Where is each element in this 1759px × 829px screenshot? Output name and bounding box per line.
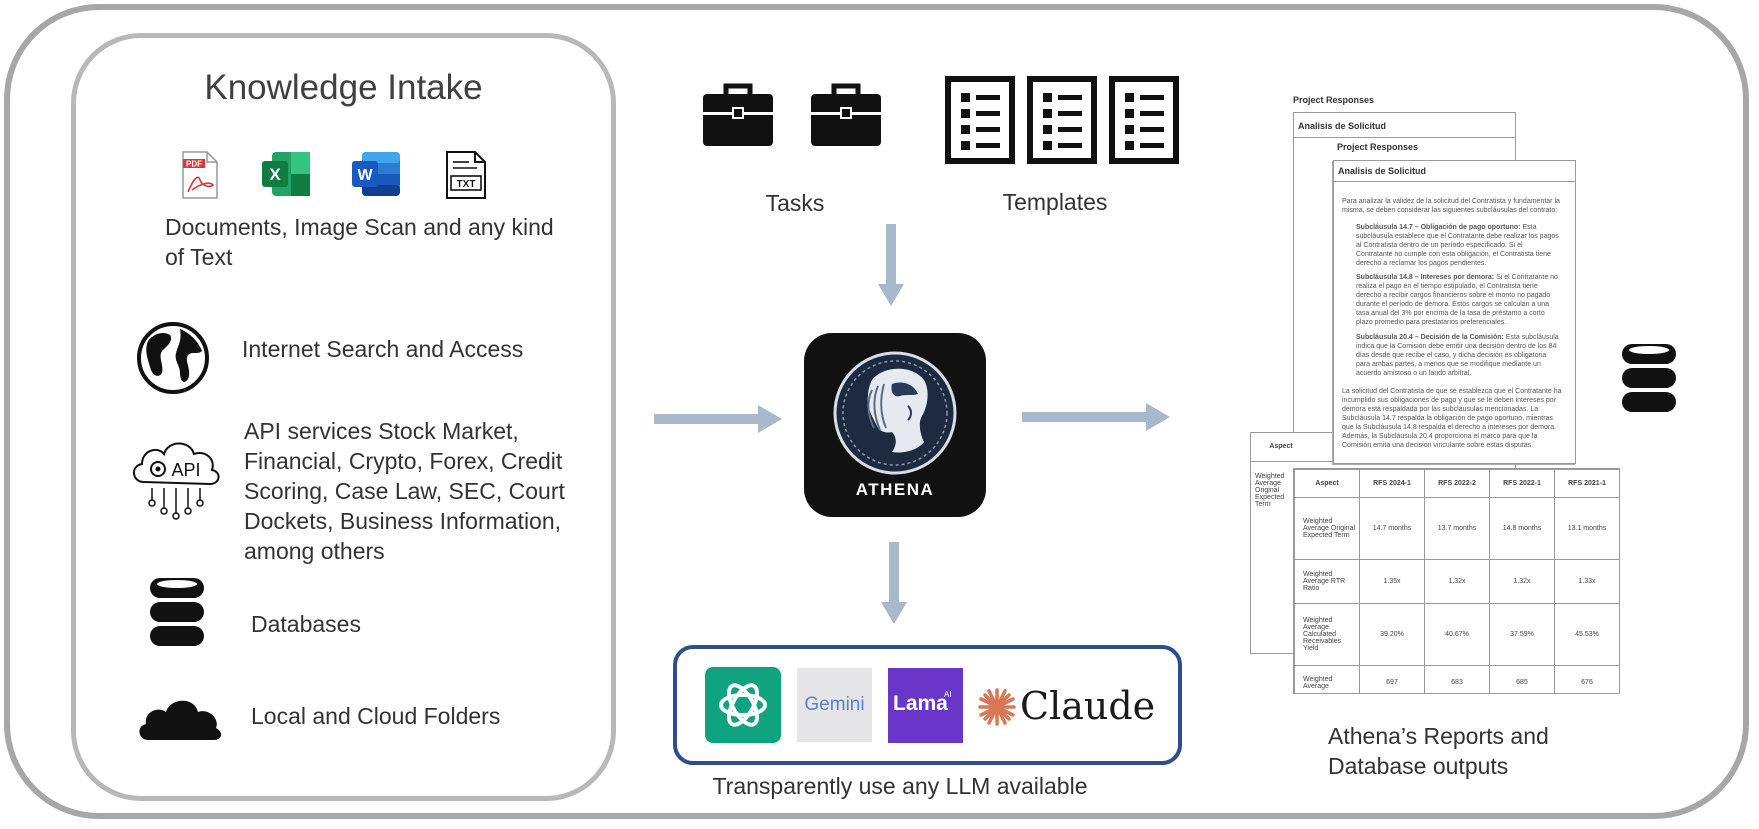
outputs-caption: Athena’s Reports and Database outputs bbox=[1328, 723, 1549, 779]
arrow-right-icon bbox=[654, 405, 782, 433]
doc-header-back: Project Responses bbox=[1293, 95, 1375, 105]
doc-item: Subcláusula 14.7 – Obligación de pago op… bbox=[1356, 224, 1559, 267]
report-table: Aspect RFS 2024-1 RFS 2022-2 RFS 2022-1 … bbox=[1293, 468, 1620, 694]
table-header: RFS 2022-1 bbox=[1489, 469, 1555, 498]
database-icon bbox=[150, 578, 204, 646]
lama-logo[interactable]: Lama AI bbox=[888, 668, 963, 743]
outer-frame bbox=[4, 4, 1749, 819]
llm-caption: Transparently use any LLM available bbox=[712, 773, 1088, 799]
doc-item: Subcláusula 20.4 – Decisión de la Comisi… bbox=[1356, 334, 1559, 377]
doc-conclusion: La solicitud del Contratista de que se e… bbox=[1342, 388, 1562, 449]
excel-icon: X bbox=[262, 152, 310, 196]
arrow-right-icon bbox=[1022, 403, 1170, 431]
cloud-icon bbox=[139, 700, 222, 740]
llm-providers-box bbox=[673, 645, 1182, 765]
doc-header-front: Project Responses bbox=[1337, 142, 1419, 152]
svg-text:TXT: TXT bbox=[457, 179, 476, 190]
table-header: Aspect bbox=[1294, 469, 1360, 498]
word-icon: W bbox=[352, 152, 400, 196]
athena-name: ATHENA bbox=[855, 480, 935, 499]
tasks-label: Tasks bbox=[765, 190, 825, 216]
pdf-icon: PDF bbox=[182, 151, 218, 199]
athena-emblem-icon bbox=[833, 351, 957, 475]
arrow-down-icon bbox=[878, 224, 904, 306]
report-sheet-front: Analisis de Solicitud Para analizar la v… bbox=[1333, 160, 1576, 464]
svg-text:X: X bbox=[269, 165, 281, 184]
gemini-label: Gemini bbox=[804, 694, 865, 715]
templates-label: Templates bbox=[1002, 189, 1108, 215]
svg-text:PDF: PDF bbox=[186, 160, 202, 169]
knowledge-intake-panel bbox=[71, 33, 616, 801]
table-row: Weighted Average Original Expected Term … bbox=[1294, 497, 1619, 560]
table-header: RFS 2024-1 bbox=[1359, 469, 1425, 498]
arrow-down-icon bbox=[881, 542, 907, 624]
table-row: Weighted Average Calculated Receivables … bbox=[1294, 603, 1619, 666]
databases-source-label: Databases bbox=[251, 611, 361, 637]
table-row: Weighted Average RTR Ratio 1.35x 1.32x 1… bbox=[1294, 559, 1619, 604]
openai-logo-icon[interactable] bbox=[705, 667, 781, 743]
doc-item: Subcláusula 14.8 – Intereses por demora:… bbox=[1356, 274, 1558, 326]
intake-title: Knowledge Intake bbox=[204, 68, 483, 107]
claude-star-icon bbox=[978, 688, 1016, 726]
doc-intro: Para analizar la validez de la solicitud… bbox=[1342, 198, 1560, 214]
table-row: Weighted Average 697 683 685 676 bbox=[1294, 665, 1619, 693]
claude-label[interactable]: Claude bbox=[1020, 684, 1156, 728]
internet-source-label: Internet Search and Access bbox=[242, 336, 524, 362]
documents-source-label: Documents, Image Scan and any kind of Te… bbox=[165, 214, 554, 270]
svg-text:W: W bbox=[357, 167, 373, 184]
database-output-icon bbox=[1622, 344, 1676, 412]
gemini-logo[interactable]: Gemini bbox=[797, 668, 872, 742]
folders-source-label: Local and Cloud Folders bbox=[251, 703, 501, 729]
table-header: RFS 2022-2 bbox=[1424, 469, 1490, 498]
table-header: RFS 2021-1 bbox=[1554, 469, 1619, 498]
briefcase-icon bbox=[811, 83, 881, 146]
api-cloud-icon: API bbox=[133, 442, 220, 520]
lama-ai-label: AI bbox=[944, 690, 952, 699]
briefcase-icon bbox=[703, 83, 773, 146]
globe-icon bbox=[137, 322, 209, 394]
txt-icon: TXT bbox=[446, 151, 486, 199]
template-list-icon bbox=[945, 76, 1179, 164]
svg-text:API: API bbox=[171, 460, 200, 480]
lama-label: Lama bbox=[893, 692, 948, 715]
api-source-label: API services Stock Market, Financial, Cr… bbox=[244, 418, 565, 564]
